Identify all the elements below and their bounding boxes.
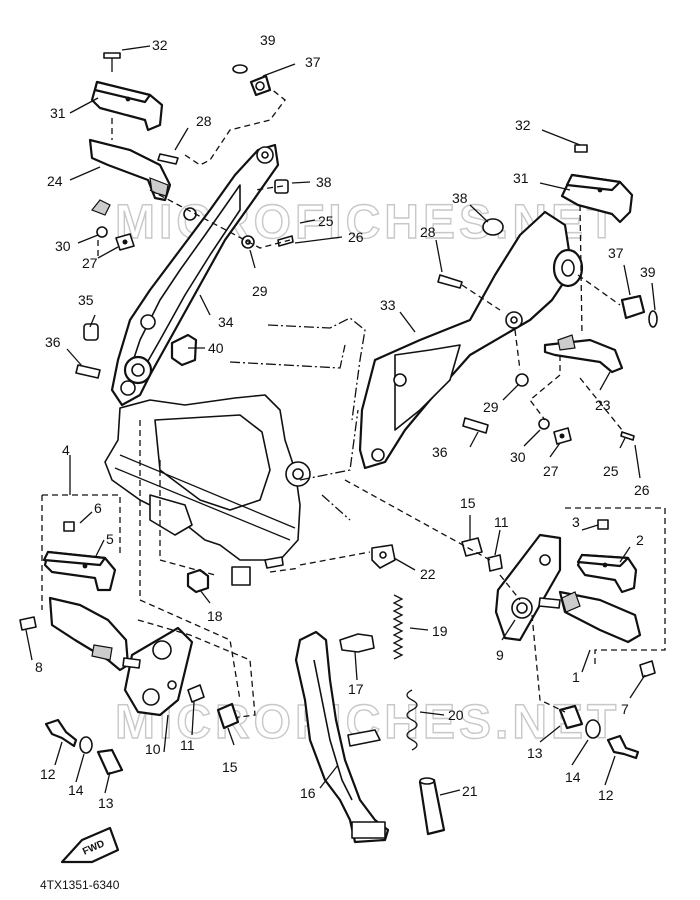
leader-lines (25, 45, 656, 796)
callout-38-left: 38 (316, 174, 332, 190)
callout-35: 35 (78, 292, 94, 308)
callout-7: 7 (621, 701, 629, 717)
callout-32-right: 32 (515, 117, 531, 133)
callout-3: 3 (572, 514, 580, 530)
callout-20: 20 (448, 707, 464, 723)
callout-36-left: 36 (45, 334, 61, 350)
left-lower-footrest-assembly (19, 494, 256, 719)
callout-13-left: 13 (98, 795, 114, 811)
callout-2: 2 (636, 532, 644, 548)
fwd-arrow: FWD (60, 826, 120, 864)
callout-37-right: 37 (608, 245, 624, 261)
sidestand (294, 630, 390, 844)
callout-15-right: 15 (460, 495, 476, 511)
callout-17: 17 (348, 681, 364, 697)
callout-14-left: 14 (68, 782, 84, 798)
right-rear-footrest (538, 144, 634, 445)
callout-31-right: 31 (513, 170, 529, 186)
callout-22: 22 (420, 566, 436, 582)
callout-5: 5 (106, 531, 114, 547)
callout-11-left: 11 (180, 737, 195, 753)
callout-26-right: 26 (634, 482, 650, 498)
callout-40: 40 (208, 340, 224, 356)
callout-23: 23 (595, 397, 611, 413)
callout-28-left: 28 (196, 113, 212, 129)
callout-34: 34 (218, 314, 234, 330)
callout-19: 19 (432, 623, 448, 639)
callout-14-right: 14 (565, 769, 581, 785)
callout-39-left: 39 (260, 32, 276, 48)
callout-38-right: 38 (452, 190, 468, 206)
callout-25-left: 25 (318, 213, 334, 229)
callout-9: 9 (496, 647, 504, 663)
callout-37-left: 37 (305, 54, 321, 70)
callout-12-right: 12 (598, 787, 614, 803)
bottom-hardware (44, 704, 640, 776)
top-hardware (75, 64, 658, 441)
frame (104, 317, 366, 586)
callout-36-right: 36 (432, 444, 448, 460)
springs (392, 594, 446, 836)
callout-25-right: 25 (603, 463, 619, 479)
callout-27-right: 27 (543, 463, 559, 479)
callout-12-left: 12 (40, 766, 56, 782)
callout-32-left: 32 (152, 37, 168, 53)
callout-10: 10 (145, 741, 161, 757)
callout-1: 1 (572, 669, 580, 685)
right-footrest-bracket (358, 210, 584, 470)
callout-4: 4 (62, 442, 70, 458)
callout-24: 24 (47, 173, 63, 189)
callout-30-right: 30 (510, 449, 526, 465)
catalog-code: 4TX1351-6340 (40, 878, 120, 892)
callouts: 32 39 37 31 28 24 38 25 26 30 27 29 35 3… (35, 32, 656, 811)
callout-30-left: 30 (55, 238, 71, 254)
right-lower-footrest-assembly (461, 507, 666, 678)
middle-hardware (186, 544, 396, 730)
callout-27-left: 27 (82, 255, 98, 271)
callout-33: 33 (380, 297, 396, 313)
callout-26-left: 26 (348, 229, 364, 245)
callout-8: 8 (35, 659, 43, 675)
callout-31-left: 31 (50, 105, 66, 121)
callout-21: 21 (462, 783, 478, 799)
left-rear-footrest (88, 52, 172, 251)
callout-29-left: 29 (252, 283, 268, 299)
callout-29-right: 29 (483, 399, 499, 415)
callout-16: 16 (300, 785, 316, 801)
callout-11-right: 11 (494, 514, 509, 530)
callout-13-right: 13 (527, 745, 543, 761)
callout-39-right: 39 (640, 264, 656, 280)
callout-6: 6 (94, 500, 102, 516)
left-footrest-bracket (110, 143, 280, 407)
callout-28-right: 28 (420, 224, 436, 240)
callout-18: 18 (207, 608, 223, 624)
callout-15-left: 15 (222, 759, 238, 775)
